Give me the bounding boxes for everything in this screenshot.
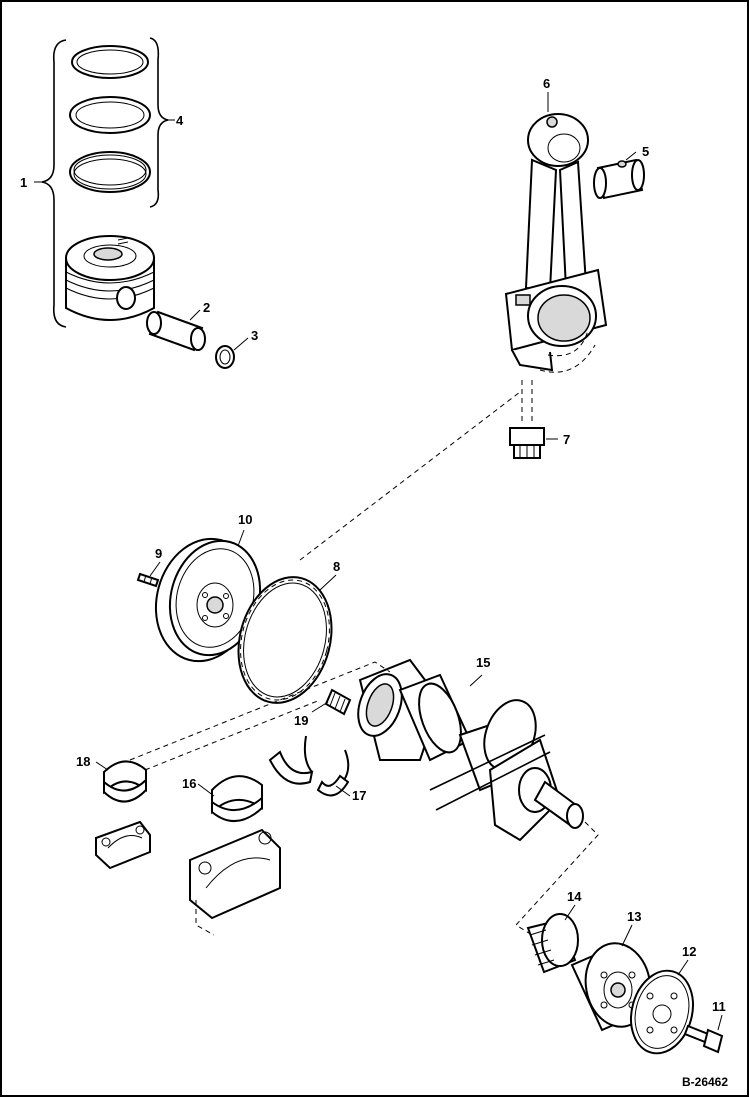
flywheel	[154, 537, 262, 663]
piston	[65, 235, 155, 321]
callout-18: 18	[76, 754, 90, 769]
callout-6: 6	[543, 76, 550, 91]
leader-lines	[95, 92, 723, 1031]
callout-12: 12	[682, 944, 696, 959]
thrust-washers	[268, 735, 350, 797]
piston-rings	[69, 45, 151, 193]
pulley-plate	[630, 969, 694, 1055]
callout-7: 7	[563, 432, 570, 447]
bearing-cap-large	[189, 828, 281, 936]
diagram-code: B-26462	[682, 1075, 728, 1089]
callout-9: 9	[155, 546, 162, 561]
callout-17: 17	[352, 788, 366, 803]
main-bearing-upper	[103, 760, 147, 803]
crankshaft	[357, 658, 584, 842]
callout-19: 19	[294, 713, 308, 728]
dowel-spring	[324, 688, 352, 716]
assembly-path-dashed	[129, 661, 391, 761]
callout-13: 13	[627, 909, 641, 924]
piston-pin	[146, 310, 206, 352]
callout-10: 10	[238, 512, 252, 527]
callout-2: 2	[203, 300, 210, 315]
callout-3: 3	[251, 328, 258, 343]
bearing-cap-small	[95, 820, 151, 870]
flywheel-bolt	[136, 572, 160, 588]
callout-16: 16	[182, 776, 196, 791]
ring-gear	[237, 576, 333, 704]
main-bearing-lower	[211, 775, 263, 822]
snap-ring	[215, 345, 235, 369]
callout-14: 14	[567, 889, 582, 904]
callout-15: 15	[476, 655, 490, 670]
callout-4: 4	[176, 113, 184, 128]
connecting-rod	[504, 113, 608, 373]
callout-1: 1	[20, 175, 27, 190]
crank-gear	[526, 913, 579, 974]
callout-8: 8	[333, 559, 340, 574]
piston-assembly-brace	[41, 39, 67, 328]
rod-bolt	[509, 380, 545, 459]
ring-set-brace	[149, 37, 169, 208]
nose-path-dashed	[515, 821, 599, 941]
callout-5: 5	[642, 144, 649, 159]
rod-bushing	[593, 158, 645, 200]
centerline	[299, 391, 521, 561]
pulley-bolt	[683, 1024, 724, 1054]
callout-11: 11	[712, 999, 726, 1014]
